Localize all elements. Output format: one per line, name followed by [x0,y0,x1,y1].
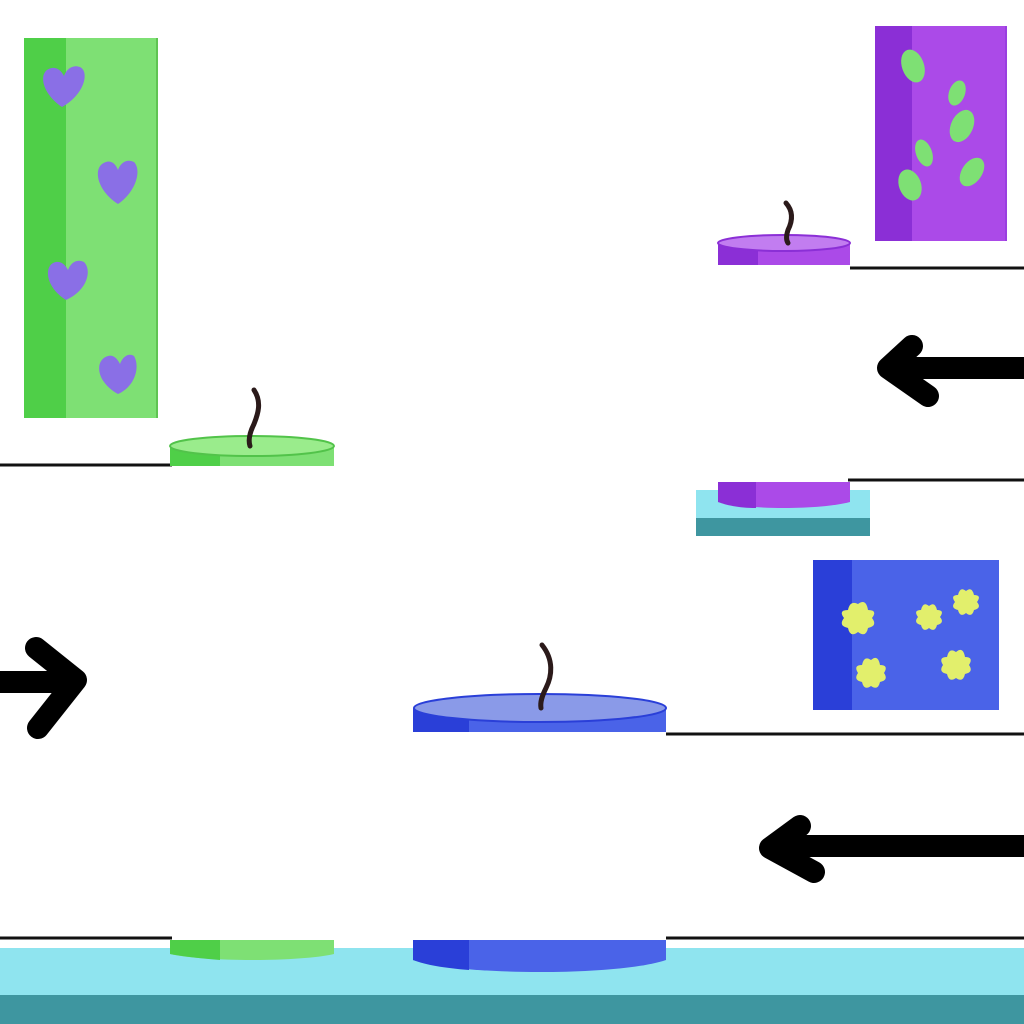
heart-icon [97,160,138,204]
purple-candle-base [718,482,850,508]
candle-top [717,234,851,252]
wick-icon [783,200,794,246]
green-candle-short [169,387,335,466]
flower-icon [916,604,942,630]
heart-icon [43,66,85,107]
green-candle-body [66,38,158,418]
arrow-left-top [877,335,1024,407]
purple-candle-tall [875,26,1007,241]
blue-candle-base [413,940,666,972]
flower-icon [856,657,886,688]
oval-pattern [898,49,985,201]
heart-icon [47,260,88,300]
green-candle-base [170,940,334,960]
flower-pattern [841,589,979,688]
blue-candle-tall [813,560,999,710]
arrow-right-middle [0,637,87,739]
heart-pattern [43,66,138,394]
heart-icon [99,354,137,394]
blue-candle-short [413,642,667,732]
wick-icon [538,642,554,711]
flower-icon [953,589,979,615]
flower-icon [941,649,971,680]
purple-candle-short [717,200,851,265]
arrow-left-bottom [759,815,1024,883]
flower-icon [841,602,875,635]
wick-icon [246,387,262,449]
green-candle-tall [24,38,158,418]
tray-large [0,948,1024,1024]
